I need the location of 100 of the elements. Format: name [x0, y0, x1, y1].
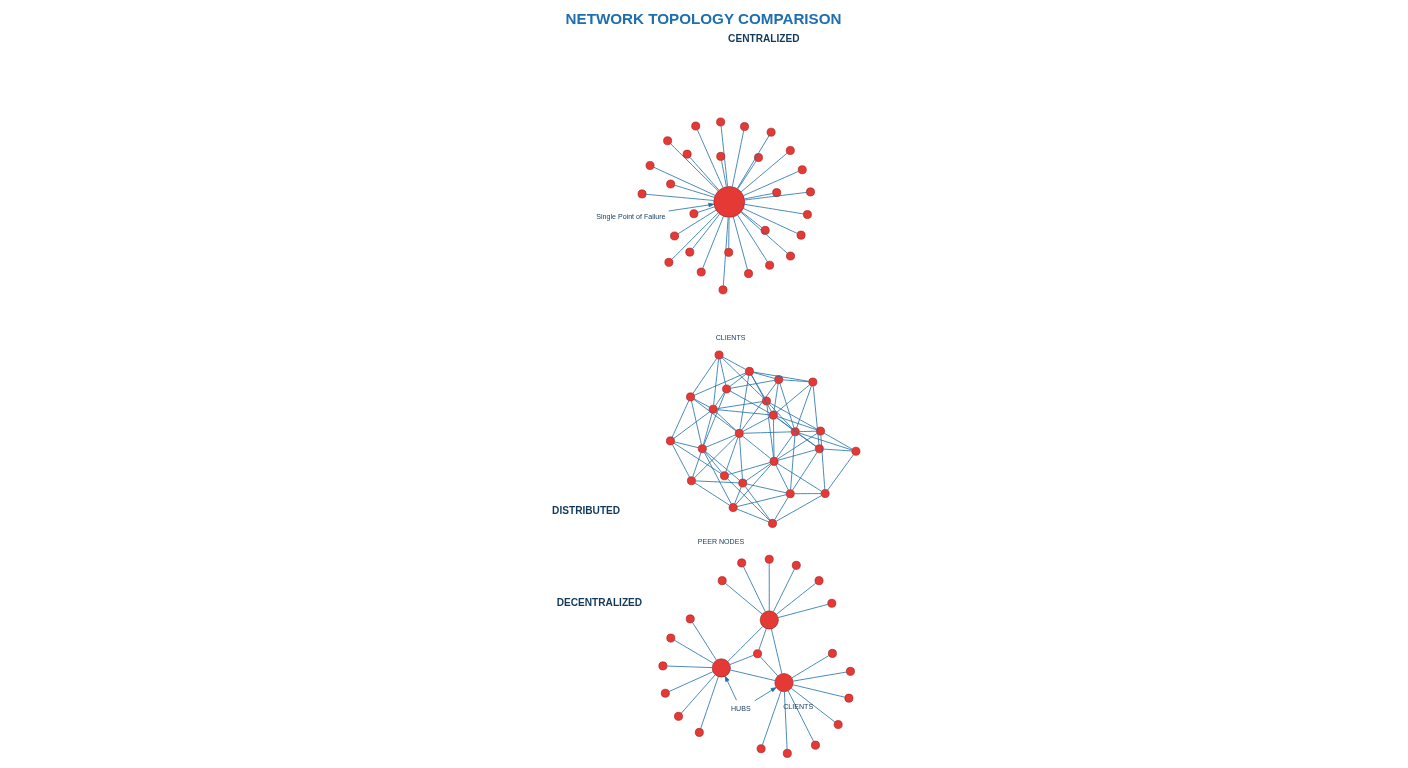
connector	[769, 402, 818, 430]
node-circle	[694, 728, 704, 737]
node-circle	[851, 446, 861, 456]
connector	[743, 208, 798, 234]
connector	[670, 143, 719, 192]
connector	[671, 212, 719, 260]
connector	[775, 464, 789, 491]
node-circle	[785, 146, 795, 155]
node-circle	[740, 122, 749, 131]
connector	[739, 375, 750, 430]
arrow	[668, 202, 715, 212]
connector	[798, 432, 853, 451]
connector	[798, 430, 817, 433]
node-circle	[670, 231, 679, 241]
connector	[743, 566, 766, 612]
label: DECENTRALIZED	[556, 597, 643, 609]
arrow	[724, 675, 737, 701]
connector	[768, 563, 770, 612]
connector	[722, 217, 729, 287]
connector	[746, 483, 787, 494]
node-circle	[711, 658, 731, 678]
connector	[792, 452, 818, 491]
connector	[729, 373, 747, 387]
connector	[743, 431, 792, 434]
connector	[719, 358, 727, 386]
connector	[673, 411, 711, 439]
node-circle	[765, 260, 774, 270]
connector	[776, 417, 793, 430]
node-circle	[806, 187, 815, 197]
connector	[694, 482, 730, 506]
connector	[725, 437, 739, 473]
connector	[776, 384, 811, 413]
node-circle	[816, 426, 825, 436]
connector	[823, 448, 853, 452]
node-circle	[846, 667, 855, 676]
node-circle	[786, 251, 795, 261]
connector	[766, 404, 774, 458]
connector	[716, 409, 770, 416]
node-circle	[785, 489, 795, 499]
node-circle	[844, 693, 854, 703]
connector	[700, 676, 719, 729]
connector	[741, 382, 777, 431]
connector	[758, 628, 767, 651]
connector	[736, 494, 787, 507]
connector	[705, 434, 736, 448]
connector	[728, 217, 730, 249]
connector	[729, 390, 771, 414]
connector	[691, 400, 702, 446]
connector	[782, 379, 809, 383]
connector	[713, 358, 719, 406]
node-circle	[664, 258, 674, 267]
connector	[680, 674, 716, 714]
connector	[677, 209, 717, 235]
node-circle	[697, 444, 707, 454]
connector	[774, 496, 789, 521]
connector	[721, 160, 727, 187]
node-circle	[827, 598, 837, 608]
connector	[796, 385, 812, 429]
node-circle	[714, 350, 724, 360]
connector	[693, 399, 737, 432]
node-circle	[796, 230, 806, 240]
node-circle	[658, 661, 668, 671]
node-circle	[744, 269, 753, 278]
connector	[689, 156, 720, 191]
node-circle	[685, 614, 695, 624]
connector	[771, 628, 783, 675]
connector	[742, 416, 771, 432]
connector	[743, 170, 799, 196]
node-circle	[815, 444, 824, 454]
node-circle	[717, 576, 727, 585]
connector	[721, 357, 764, 399]
connector	[793, 493, 822, 495]
connector	[692, 213, 720, 250]
connector	[777, 449, 816, 461]
node-circle	[708, 404, 718, 414]
connector	[745, 463, 772, 482]
connector	[751, 374, 765, 398]
node-circle	[753, 649, 762, 659]
connector	[777, 604, 829, 618]
node-circle	[663, 136, 672, 146]
connector	[672, 444, 690, 478]
node-circle	[760, 226, 770, 235]
connector	[776, 582, 817, 615]
connector	[773, 418, 775, 458]
connector	[705, 451, 740, 481]
node-circle	[728, 503, 738, 512]
connector	[722, 356, 747, 370]
connector	[692, 452, 702, 478]
connector	[668, 671, 714, 692]
connector	[744, 204, 804, 215]
connector	[697, 129, 724, 189]
connector	[727, 626, 764, 662]
connector	[671, 400, 690, 438]
node-circle	[782, 749, 792, 758]
connector	[732, 216, 748, 271]
node-circle	[820, 489, 830, 498]
connector	[728, 462, 771, 475]
connector	[784, 691, 788, 750]
node-circle	[759, 610, 779, 630]
connector	[740, 152, 788, 193]
